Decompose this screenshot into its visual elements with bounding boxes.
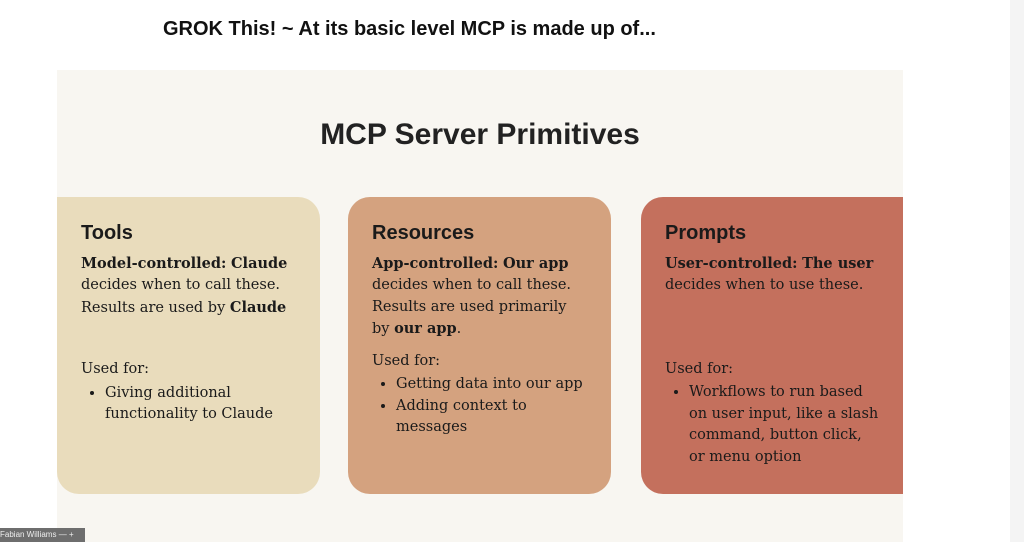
used-for-label: Used for:: [665, 360, 734, 377]
used-for-list: Workflows to run based on user input, li…: [665, 382, 879, 468]
used-for-list: Giving additional functionality to Claud…: [81, 383, 296, 426]
window-edge: [1010, 0, 1024, 542]
participant-name: Fabian Williams: [0, 530, 57, 539]
used-for-list: Getting data into our app Adding context…: [372, 374, 587, 439]
participant-name-tag[interactable]: Fabian Williams — +: [0, 528, 85, 542]
card-description: User-controlled: The user decides when t…: [665, 254, 874, 294]
list-item: Adding context to messages: [396, 396, 587, 439]
slide-title: MCP Server Primitives: [320, 118, 640, 151]
card-title: Tools: [81, 222, 133, 244]
slide-header: GROK This! ~ At its basic level MCP is m…: [163, 18, 656, 40]
card-tools: Tools Model-controlled: Claude decides w…: [57, 197, 320, 494]
card-title: Resources: [372, 222, 475, 244]
card-title: Prompts: [665, 222, 747, 244]
list-item: Workflows to run based on user input, li…: [689, 382, 879, 468]
card-description: Model-controlled: Claude decides when to…: [81, 254, 288, 316]
minimize-icon[interactable]: —: [58, 530, 67, 539]
used-for-label: Used for:: [372, 352, 441, 369]
list-item: Getting data into our app: [396, 374, 587, 396]
used-for-label: Used for:: [81, 361, 150, 377]
card-description: App-controlled: Our app decides when to …: [372, 254, 572, 338]
card-resources: Resources App-controlled: Our app decide…: [348, 197, 611, 494]
plus-icon[interactable]: +: [68, 530, 74, 539]
card-prompts: Prompts User-controlled: The user decide…: [641, 197, 903, 494]
list-item: Giving additional functionality to Claud…: [105, 383, 296, 426]
slide: MCP Server Primitives Tools Model-contro…: [57, 70, 903, 542]
